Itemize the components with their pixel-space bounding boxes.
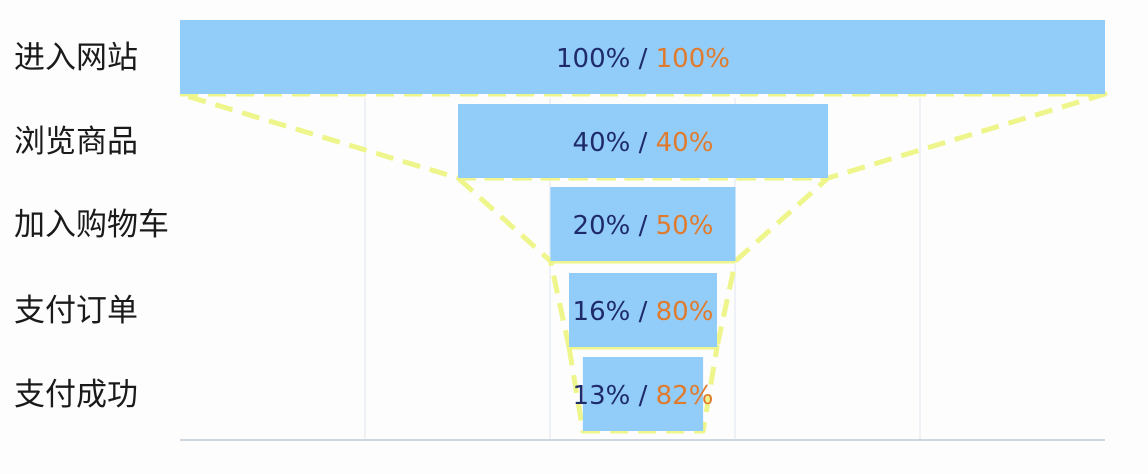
category-label: 加入购物车 (14, 207, 169, 243)
funnel-bar (550, 187, 736, 261)
funnel-bars (180, 20, 1105, 431)
data-label-separator: / (630, 381, 655, 411)
data-label-overall: 40% (573, 128, 631, 158)
funnel-bar (582, 357, 704, 431)
data-label-step: 80% (656, 297, 714, 327)
category-label: 支付成功 (14, 377, 138, 413)
data-label: 100% / 100% (556, 44, 730, 74)
category-label: 进入网站 (14, 40, 138, 76)
data-label-overall: 16% (573, 297, 631, 327)
data-label-step: 40% (656, 128, 714, 158)
data-label-separator: / (630, 297, 655, 327)
data-labels: 100% / 100% 40% / 40% 20% / 50% 16% / 80% 13… (556, 44, 730, 411)
data-label-separator: / (630, 44, 655, 74)
category-label: 支付订单 (14, 293, 138, 329)
funnel-bar (569, 273, 717, 347)
data-label-separator: / (630, 211, 655, 241)
data-label-separator: / (630, 128, 655, 158)
data-label: 40% / 40% (573, 128, 714, 158)
data-label-overall: 100% (556, 44, 630, 74)
funnel-bar (180, 20, 1105, 94)
category-label: 浏览商品 (14, 124, 138, 160)
data-label-step: 100% (656, 44, 730, 74)
data-label: 16% / 80% (573, 297, 714, 327)
funnel-bar (458, 104, 828, 178)
data-label-overall: 13% (573, 381, 631, 411)
data-label-step: 50% (656, 211, 714, 241)
data-label-overall: 20% (573, 211, 631, 241)
data-label-step: 82% (656, 381, 714, 411)
data-label: 20% / 50% (573, 211, 714, 241)
data-label: 13% / 82% (573, 381, 714, 411)
